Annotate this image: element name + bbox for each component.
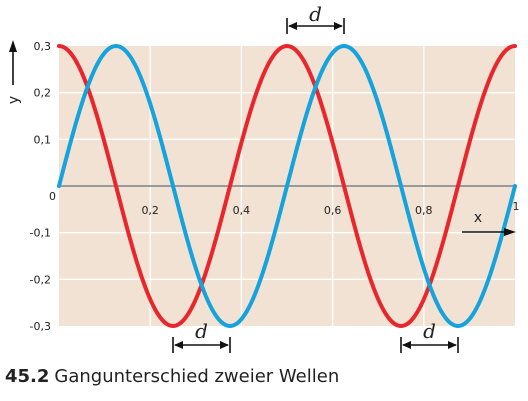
red-wave-line — [57, 44, 517, 328]
d-label: d — [195, 319, 208, 343]
d-arrowhead-left — [288, 22, 297, 30]
y-axis-label: y — [6, 96, 22, 104]
d-annotations: d d d — [172, 2, 459, 353]
y-tick-label: -0,3 — [30, 320, 51, 333]
tick-labels: 0 0,2 0,4 0,6 0,8 1 0,3 0,2 0,1 -0,1 -0,2 -0,3 — [30, 40, 520, 333]
figure-caption-text: Gangunterschied zweier Wellen — [54, 366, 340, 387]
d-annotation: d — [286, 2, 345, 34]
x-axis-label: x — [474, 210, 482, 226]
blue-wave-line — [57, 44, 517, 328]
y-tick-label: -0,1 — [30, 227, 51, 240]
d-arrowhead-right — [448, 341, 457, 349]
x-tick-label: 0,6 — [324, 204, 342, 217]
x-tick-label: 0,4 — [233, 204, 251, 217]
d-annotation: d — [172, 319, 231, 353]
d-arrowhead-right — [334, 22, 343, 30]
x-tick-label: 0,2 — [141, 204, 159, 217]
y-tick-label: 0,2 — [34, 87, 52, 100]
x-tick-label: 1 — [513, 200, 520, 213]
y-tick-label: 0,3 — [34, 40, 52, 53]
d-arrowhead-left — [174, 341, 183, 349]
d-arrowhead-left — [402, 341, 411, 349]
y-axis-arrowhead — [9, 40, 17, 52]
x-axis-arrowhead — [504, 228, 516, 236]
series-lines — [57, 44, 517, 328]
x-tick-label: 0 — [49, 190, 56, 203]
x-tick-label: 0,8 — [415, 204, 433, 217]
figure-number: 45.2 — [5, 366, 50, 387]
axis-arrows: yx — [6, 40, 516, 236]
d-label: d — [423, 319, 436, 343]
d-arrowhead-right — [220, 341, 229, 349]
d-label: d — [309, 2, 322, 26]
d-annotation: d — [400, 319, 459, 353]
y-tick-label: -0,2 — [30, 273, 51, 286]
y-tick-label: 0,1 — [34, 133, 52, 146]
